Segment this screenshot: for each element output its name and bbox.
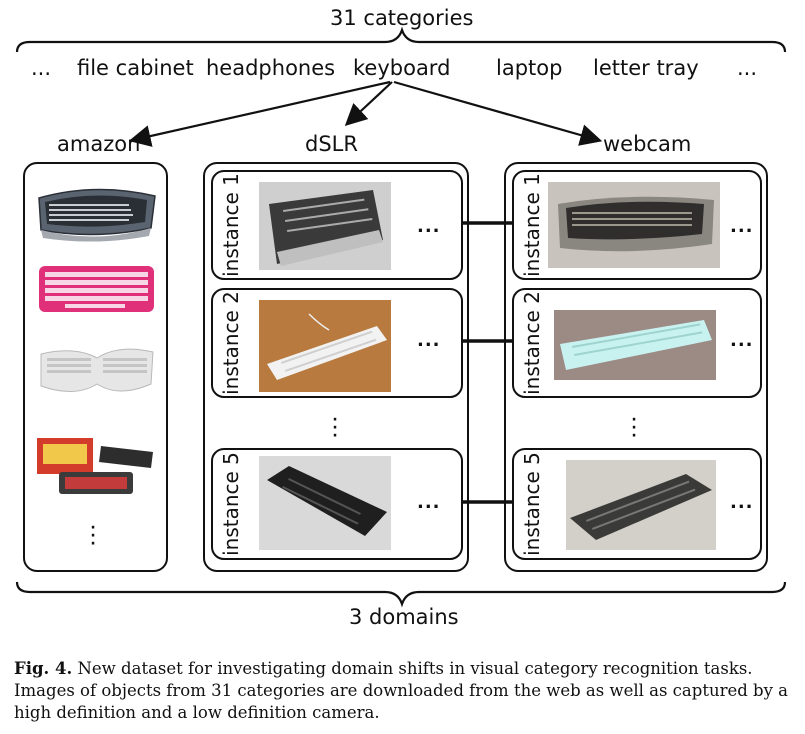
category-headphones: headphones [206, 56, 336, 80]
categories-title: 31 categories [330, 6, 474, 30]
category-keyboard: keyboard [353, 56, 451, 80]
webcam-instance-1-image [548, 182, 720, 268]
amazon-panel: ··· [23, 162, 168, 572]
dslr-more-dots: ··· [332, 412, 338, 444]
domain-label-webcam: webcam [603, 132, 692, 156]
category-letter-tray: letter tray [593, 56, 699, 80]
dslr-instance-2-label: instance 2 [219, 291, 243, 395]
category-laptop: laptop [496, 56, 563, 80]
amazon-keyboard-image-4 [35, 432, 158, 502]
dslr-instance-1-image [259, 182, 391, 270]
amazon-keyboard-image-1 [35, 176, 158, 246]
amazon-keyboard-image-2 [35, 262, 158, 316]
domains-title: 3 domains [349, 605, 459, 629]
category-ellipsis-left: ... [31, 56, 52, 80]
top-brace [15, 26, 787, 53]
webcam-instance-2-image [554, 310, 716, 380]
webcam-instance-5-image [566, 460, 716, 550]
dslr-instance-1-label: instance 1 [219, 173, 243, 277]
caption-label: Fig. 4. [14, 659, 73, 678]
webcam-instance-2: instance 2 ... [512, 288, 762, 398]
caption-text: New dataset for investigating domain shi… [14, 659, 789, 722]
webcam-instance-5: instance 5 ... [512, 448, 762, 560]
dslr-panel: instance 1 ... instance 2 [203, 162, 469, 572]
webcam-instance-1-more: ... [730, 216, 754, 237]
arrow-to-amazon [128, 80, 391, 147]
webcam-more-dots: ··· [631, 412, 637, 444]
webcam-instance-5-more: ... [730, 492, 754, 513]
webcam-instance-5-label: instance 5 [520, 452, 544, 556]
arrow-to-webcam [393, 80, 603, 146]
dslr-instance-1: instance 1 ... [211, 170, 463, 280]
webcam-instance-2-more: ... [730, 330, 754, 351]
amazon-keyboard-image-3 [35, 336, 158, 402]
dslr-instance-2-image [259, 300, 391, 392]
dslr-instance-5: instance 5 ... [211, 448, 463, 560]
arrow-to-dslr [344, 81, 393, 126]
bottom-brace [15, 581, 787, 608]
webcam-instance-2-label: instance 2 [520, 291, 544, 395]
category-file-cabinet: file cabinet [77, 56, 194, 80]
dslr-instance-5-more: ... [417, 492, 441, 513]
domain-label-amazon: amazon [57, 132, 141, 156]
dslr-instance-5-image [259, 456, 391, 550]
dslr-instance-1-more: ... [417, 216, 441, 237]
amazon-more-dots: ··· [90, 520, 96, 552]
webcam-instance-1-label: instance 1 [520, 173, 544, 277]
webcam-panel: instance 1 ... instance 2 [504, 162, 768, 572]
dslr-instance-5-label: instance 5 [219, 452, 243, 556]
category-ellipsis-right: ... [737, 56, 758, 80]
webcam-instance-1: instance 1 ... [512, 170, 762, 280]
figure-caption: Fig. 4. New dataset for investigating do… [14, 658, 794, 724]
dslr-instance-2: instance 2 ... [211, 288, 463, 398]
dslr-instance-2-more: ... [417, 330, 441, 351]
domain-label-dslr: dSLR [305, 132, 358, 156]
